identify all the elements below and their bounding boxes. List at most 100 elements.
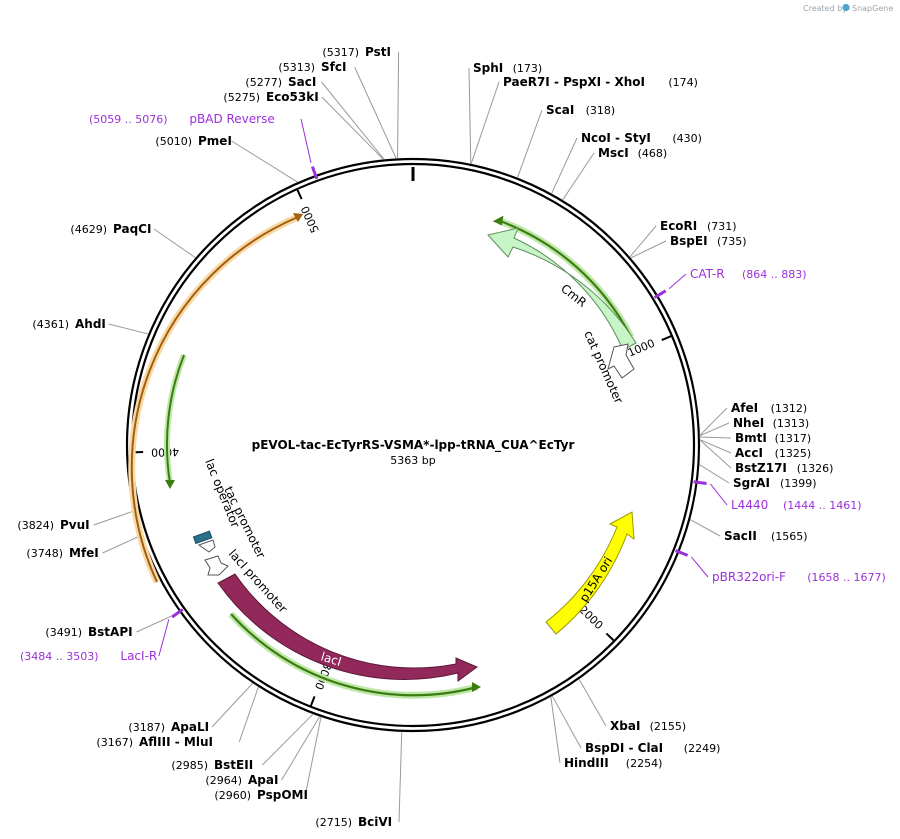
enzyme-site[interactable]: MfeI(3748) [26,546,98,560]
enzyme-site[interactable]: BspEI(735) [670,234,747,248]
enzyme-site[interactable]: XbaI (2155) [610,719,686,733]
enzyme-site[interactable]: BstAPI (3491) [45,625,132,639]
enzyme-site[interactable]: NheI(1313) [733,416,809,430]
enzyme-leader-line [281,716,321,781]
tick-5000 [296,188,303,200]
enzyme-name: EcoRI [660,219,697,233]
primer-position: (1658 .. 1677) [807,571,886,584]
enzyme-site[interactable]: AflIII - MluI(3167) [96,735,213,749]
primer-mark [693,480,707,485]
enzyme-position: (4629) [70,223,107,236]
primer-name: pBR322ori-F [712,570,786,584]
tick-label: 5000 [299,204,322,235]
enzyme-site[interactable]: EcoRI(731) [660,219,737,233]
enzyme-position: (318) [586,104,616,117]
enzyme-site[interactable]: PaqCI (4629) [70,222,151,236]
enzyme-leader-line [238,686,259,743]
enzyme-name: BstZ17I [735,461,787,475]
enzyme-name: BstAPI [88,625,133,639]
enzyme-site[interactable]: BmtI(1317) [735,431,811,445]
enzyme-site[interactable]: PmeI(5010) [155,134,231,148]
enzyme-position: (2715) [315,816,352,829]
p15a-ori-feature [545,511,635,635]
enzyme-leader-line [102,535,141,554]
primer-name: CAT-R [690,267,725,281]
cmr-orf-arrowhead [492,215,504,226]
laci-orf-arc [230,613,478,697]
primer-site[interactable]: L4440(1444 .. 1461) [731,498,862,512]
p15a-ori-label: p15A ori [577,554,616,604]
enzyme-position: (1565) [771,530,808,543]
enzyme-site[interactable]: AccI(1325) [735,446,811,460]
enzyme-site[interactable]: NcoI - StyI(430) [581,131,702,145]
enzyme-site[interactable]: BstEII(2985) [171,758,253,772]
primer-position: (864 .. 883) [742,268,807,281]
enzyme-position: (1313) [773,417,810,430]
enzyme-leader-line [262,713,314,766]
enzyme-site[interactable]: BstZ17I (1326) [735,461,833,475]
enzyme-site[interactable]: PspOMI(2960) [214,788,308,802]
enzyme-position: (5010) [155,135,192,148]
enzyme-name: BstEII [214,758,253,772]
primer-marks [158,118,728,657]
site-labels: PstI(5317)SfcI(5313)SacI(5277)Eco53kI(52… [17,45,885,829]
primer-site[interactable]: (3484 .. 3503)LacI-R [20,649,157,663]
primer-site[interactable]: CAT-R (864 .. 883) [690,267,807,281]
enzyme-name: BspEI [670,234,708,248]
enzyme-leader-line [231,140,298,183]
enzyme-site[interactable]: AfeI(1312) [731,401,807,415]
enzyme-site[interactable]: PstI(5317) [322,45,391,59]
enzyme-name: AfeI [731,401,758,415]
primer-leader-line [300,118,312,163]
enzyme-leader-line [689,519,721,537]
enzyme-site[interactable]: ApaI(2964) [205,773,278,787]
enzyme-site[interactable]: BspDI - ClaI(2249) [585,741,720,755]
enzyme-position: (3491) [45,626,82,639]
enzyme-leader-line [699,464,730,484]
enzyme-site[interactable]: ApaLI(3187) [128,720,209,734]
enzyme-site[interactable]: MscI(468) [598,146,667,160]
enzyme-leader-line [551,137,578,194]
enzyme-site[interactable]: SacII(1565) [724,529,808,543]
enzyme-site[interactable]: SgrAI(1399) [733,476,817,490]
enzyme-name: PstI [365,45,391,59]
enzyme-leader-line [699,439,732,469]
enzyme-leader-line [211,682,254,728]
enzyme-site[interactable]: PaeR7I - PspXI - XhoI(174) [503,75,698,89]
enzyme-leader-line [470,81,500,165]
enzyme-leader-line [304,716,322,796]
enzyme-name: ScaI [546,103,574,117]
enzyme-site[interactable]: HindIII(2254) [564,756,662,770]
enzyme-position: (5277) [245,76,282,89]
enzyme-name: ApaLI [171,720,209,734]
enzyme-site[interactable]: SfcI(5313) [278,60,346,74]
primer-site[interactable]: pBR322ori-F (1658 .. 1677) [712,570,886,584]
enzyme-site[interactable]: SacI(5277) [245,75,316,89]
enzyme-position: (1326) [797,462,834,475]
enzyme-position: (1399) [780,477,817,490]
enzyme-site[interactable]: AhdI(4361) [32,317,105,331]
enzyme-position: (1317) [775,432,812,445]
enzyme-position: (3167) [96,736,133,749]
enzyme-name: PaqCI [113,222,151,236]
enzyme-name: PspOMI [257,788,308,802]
tick-2000 [605,632,615,642]
enzyme-position: (468) [638,147,668,160]
primer-site[interactable]: (5059 .. 5076)pBAD Reverse [89,112,275,126]
enzyme-name: AccI [735,446,763,460]
enzyme-site[interactable]: BciVI(2715) [315,815,392,829]
snapgene-logo-icon [842,3,850,12]
enzyme-site[interactable]: PvuI(3824) [17,518,89,532]
enzyme-leader-line [468,67,472,164]
enzyme-position: (5275) [223,91,260,104]
enzyme-name: XbaI [610,719,640,733]
enzyme-leader-line [321,81,385,160]
enzyme-site[interactable]: SphI(173) [473,61,542,75]
enzyme-site[interactable]: Eco53kI(5275) [223,90,318,104]
laci-orf-arrowhead [472,682,481,692]
primer-name: pBAD Reverse [189,112,274,126]
enzyme-position: (2155) [650,720,687,733]
enzyme-leader-line [550,696,561,764]
enzyme-site[interactable]: ScaI (318) [546,103,615,117]
